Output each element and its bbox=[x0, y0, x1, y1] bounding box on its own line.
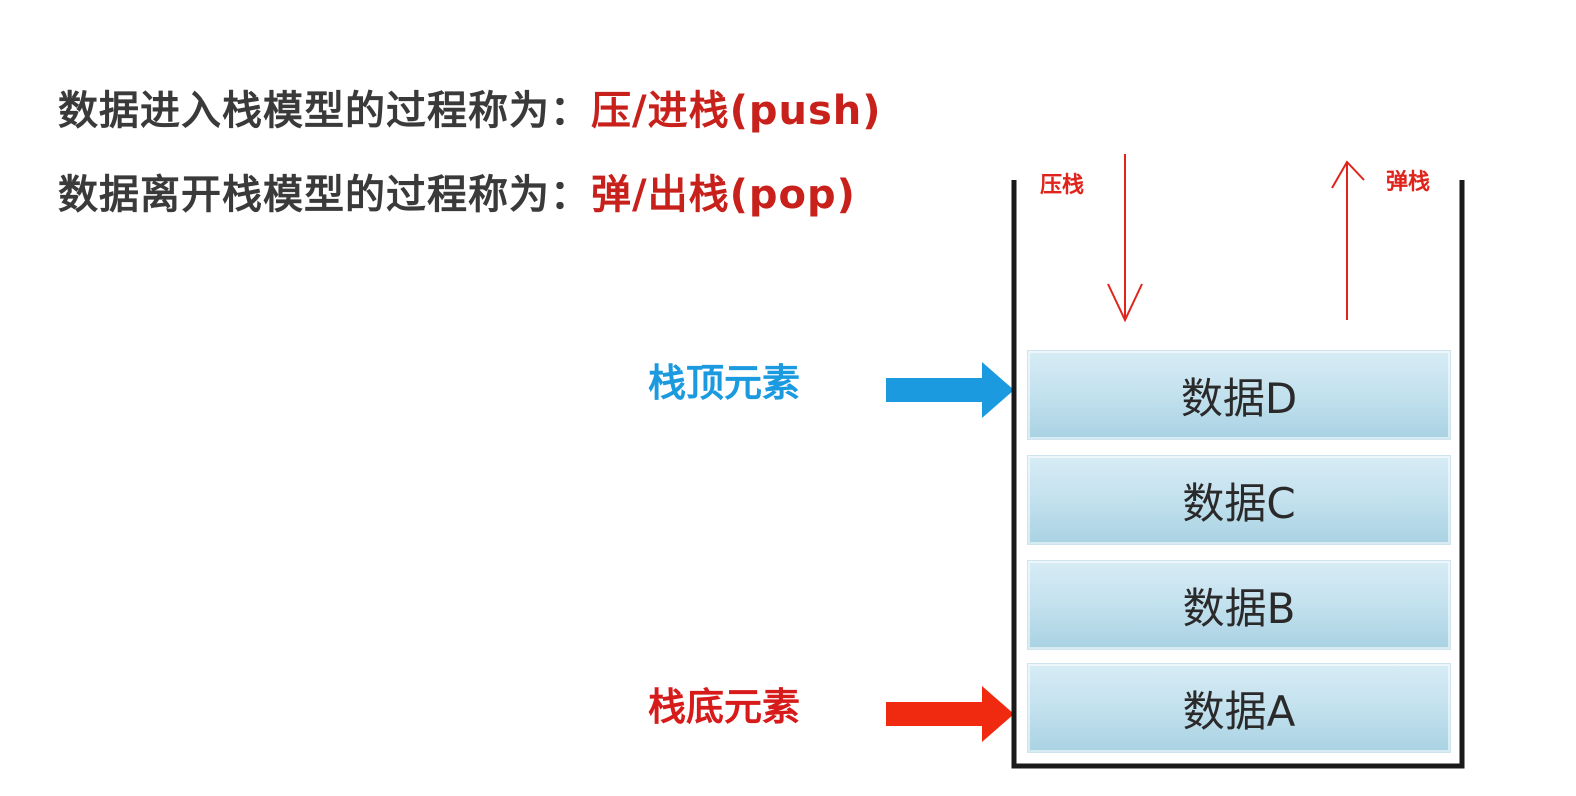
bottom-element-label: 栈底元素 bbox=[648, 685, 801, 729]
pop-term: 弹/出栈(pop) bbox=[591, 172, 856, 218]
pop-arrow-up-icon bbox=[1331, 160, 1365, 320]
top-pointer-arrow-icon bbox=[886, 362, 1014, 418]
push-definition-text: 数据进入栈模型的过程称为： bbox=[58, 88, 591, 134]
pop-definition: 数据离开栈模型的过程称为：弹/出栈(pop) bbox=[58, 162, 856, 220]
pop-definition-text: 数据离开栈模型的过程称为： bbox=[58, 172, 591, 218]
push-term: 压/进栈(push) bbox=[591, 88, 882, 134]
push-op-label: 压栈 bbox=[1040, 173, 1085, 198]
stack-item-b: 数据B bbox=[1027, 560, 1451, 650]
top-element-label: 栈顶元素 bbox=[648, 361, 801, 405]
stack-item-d: 数据D bbox=[1027, 350, 1451, 440]
stack-container bbox=[1011, 180, 1465, 769]
operation-arrows bbox=[1107, 154, 1365, 323]
pop-op-label: 弹栈 bbox=[1386, 170, 1431, 195]
push-definition: 数据进入栈模型的过程称为：压/进栈(push) bbox=[58, 78, 882, 136]
stack-item-a: 数据A bbox=[1027, 663, 1451, 753]
bottom-pointer-arrow-icon bbox=[886, 686, 1014, 742]
push-arrow-down-icon bbox=[1107, 154, 1143, 323]
stack-item-c: 数据C bbox=[1027, 455, 1451, 545]
